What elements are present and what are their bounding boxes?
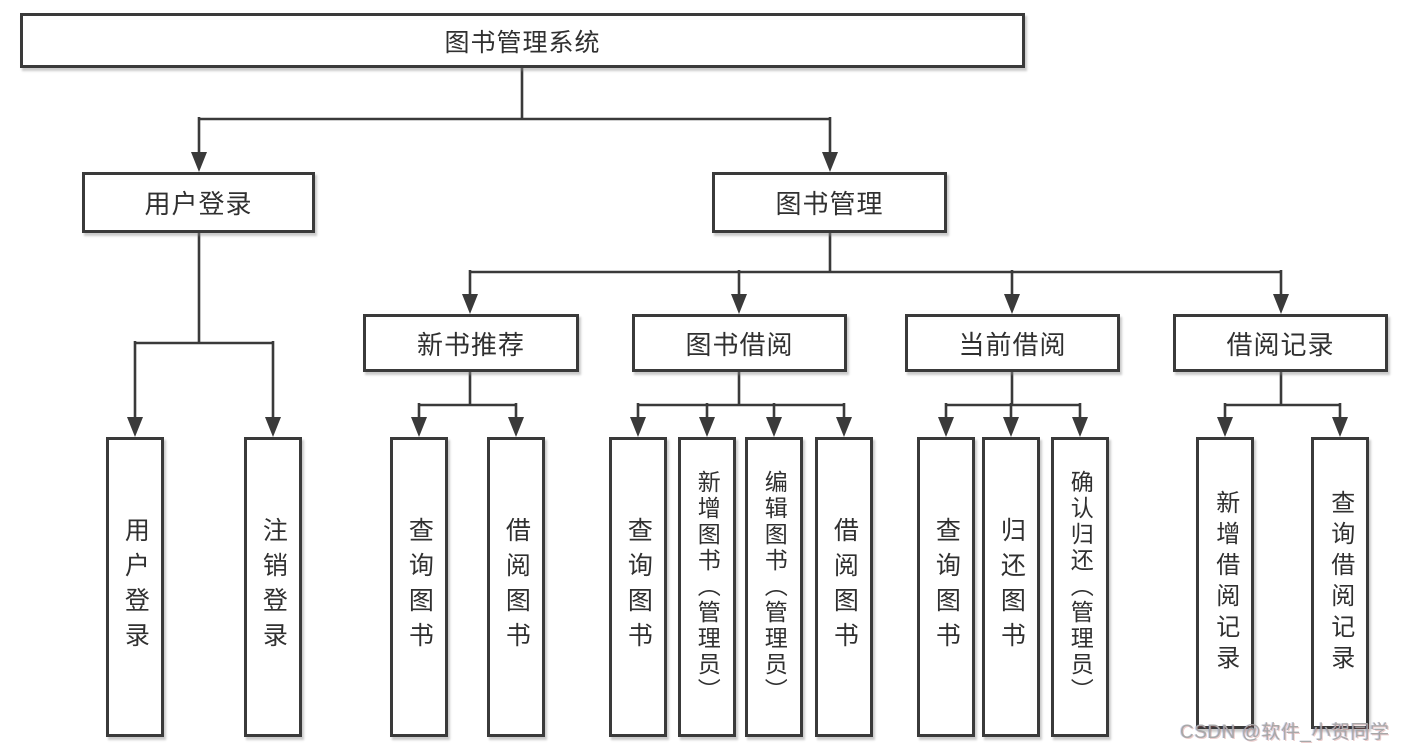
leaf-nb-query-books-label: 查询图书 — [405, 517, 434, 657]
leaf-br-add-record-label: 新增借阅记录 — [1211, 490, 1239, 676]
node-user-login-label: 用户登录 — [144, 189, 253, 219]
connector-root-to-level1 — [197, 68, 832, 156]
arrowheads — [127, 152, 1348, 437]
connector-borrow-records-children — [1223, 371, 1342, 421]
connector-book-mgmt-to-level2 — [468, 231, 1283, 298]
node-new-book-recommend-label: 新书推荐 — [416, 329, 525, 360]
csdn-watermark: CSDN @软件_小贺同学 — [1180, 722, 1390, 743]
leaf-cb-confirm-return-admin: 确认归还（管理员） — [1051, 437, 1109, 737]
node-new-book-recommend: 新书推荐 — [363, 314, 579, 372]
leaf-bb-query-books: 查询图书 — [609, 437, 667, 737]
leaf-cb-return-books-label: 归还图书 — [997, 517, 1026, 657]
leaf-nb-query-books: 查询图书 — [390, 437, 448, 737]
connector-book-borrow-children — [636, 371, 846, 421]
node-borrowing-records: 借阅记录 — [1173, 314, 1388, 372]
node-current-borrowing-label: 当前借阅 — [958, 329, 1067, 360]
connector-new-book-children — [417, 371, 518, 421]
node-user-login: 用户登录 — [82, 172, 315, 233]
node-book-management: 图书管理 — [712, 172, 947, 233]
leaf-bb-borrow-books-label: 借阅图书 — [830, 517, 859, 657]
leaf-bb-query-books-label: 查询图书 — [624, 517, 653, 657]
connector-current-borrow-children — [944, 371, 1082, 421]
leaf-bb-add-books-admin-label: 新增图书（管理员） — [694, 470, 721, 704]
leaf-cb-query-books-label: 查询图书 — [932, 517, 961, 657]
leaf-nb-borrow-books-label: 借阅图书 — [502, 517, 531, 657]
connector-user-login-children — [133, 231, 275, 421]
leaf-logout: 注销登录 — [244, 437, 302, 737]
node-root-label: 图书管理系统 — [444, 28, 601, 57]
node-book-borrowing: 图书借阅 — [632, 314, 847, 372]
leaf-bb-edit-books-admin-label: 编辑图书（管理员） — [761, 470, 788, 704]
leaf-bb-borrow-books: 借阅图书 — [815, 437, 873, 737]
leaf-bb-add-books-admin: 新增图书（管理员） — [678, 437, 736, 737]
node-borrowing-records-label: 借阅记录 — [1226, 329, 1335, 360]
leaf-cb-return-books: 归还图书 — [982, 437, 1040, 737]
node-current-borrowing: 当前借阅 — [905, 314, 1120, 372]
leaf-nb-borrow-books: 借阅图书 — [487, 437, 545, 737]
leaf-cb-confirm-return-admin-label: 确认归还（管理员） — [1067, 470, 1094, 704]
leaf-logout-label: 注销登录 — [259, 517, 288, 657]
node-book-borrowing-label: 图书借阅 — [685, 329, 794, 360]
node-root-system: 图书管理系统 — [20, 13, 1025, 68]
node-book-management-label: 图书管理 — [775, 189, 884, 219]
leaf-user-login: 用户登录 — [106, 437, 164, 737]
leaf-br-query-record: 查询借阅记录 — [1311, 437, 1369, 729]
leaf-br-query-record-label: 查询借阅记录 — [1326, 490, 1354, 676]
leaf-bb-edit-books-admin: 编辑图书（管理员） — [745, 437, 803, 737]
leaf-br-add-record: 新增借阅记录 — [1196, 437, 1254, 729]
leaf-user-login-label: 用户登录 — [121, 517, 150, 657]
leaf-cb-query-books: 查询图书 — [917, 437, 975, 737]
